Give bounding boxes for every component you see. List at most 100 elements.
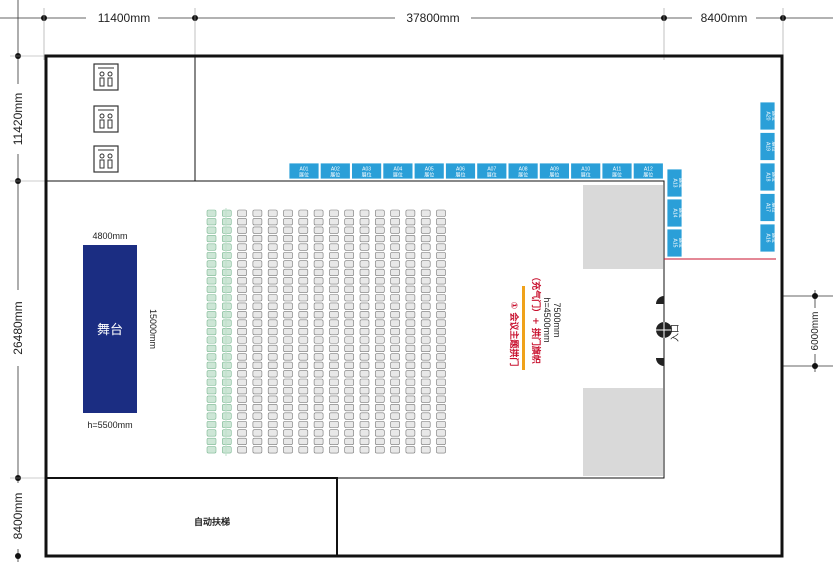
seat bbox=[252, 395, 263, 403]
seat bbox=[252, 294, 263, 302]
seat bbox=[222, 404, 232, 412]
seat bbox=[359, 302, 370, 310]
seat bbox=[267, 218, 278, 226]
seat bbox=[206, 404, 217, 412]
seat bbox=[237, 387, 247, 395]
seat bbox=[298, 209, 309, 217]
seat bbox=[222, 251, 232, 260]
seat bbox=[420, 361, 431, 369]
seat bbox=[283, 209, 293, 217]
seat bbox=[283, 235, 293, 243]
booth-code: A18 bbox=[765, 173, 771, 182]
seat bbox=[390, 260, 400, 268]
seat bbox=[390, 319, 400, 327]
seat bbox=[405, 260, 416, 268]
seat bbox=[267, 344, 278, 353]
seat bbox=[283, 260, 293, 268]
seat bbox=[344, 404, 355, 412]
seat bbox=[237, 226, 247, 234]
seat bbox=[206, 294, 217, 302]
seat bbox=[298, 387, 309, 395]
stage-width: 4800mm bbox=[92, 231, 127, 241]
booth-sub: 展位 bbox=[771, 172, 778, 182]
seat bbox=[206, 302, 217, 310]
seat bbox=[313, 226, 324, 234]
booth-code: A09 bbox=[550, 167, 559, 173]
seat bbox=[420, 226, 431, 234]
seat bbox=[329, 412, 339, 420]
seat bbox=[420, 404, 431, 412]
seat bbox=[374, 420, 385, 429]
seat bbox=[390, 268, 400, 276]
seat bbox=[222, 277, 232, 285]
seat bbox=[313, 243, 324, 251]
seat bbox=[390, 294, 400, 302]
seat bbox=[405, 327, 416, 336]
seat bbox=[436, 336, 446, 344]
booth-sub: 展位 bbox=[771, 111, 778, 121]
seat bbox=[206, 412, 217, 420]
seat bbox=[390, 395, 400, 403]
seat bbox=[267, 209, 278, 217]
seat bbox=[267, 361, 278, 369]
seat bbox=[390, 404, 400, 412]
booth-code: A06 bbox=[456, 167, 465, 173]
seat bbox=[206, 429, 217, 437]
seat bbox=[359, 387, 370, 395]
seat bbox=[344, 260, 355, 268]
seat bbox=[206, 437, 217, 445]
seat bbox=[390, 420, 400, 429]
seat bbox=[313, 209, 324, 217]
seat bbox=[252, 277, 263, 285]
seat bbox=[252, 226, 263, 234]
seat bbox=[436, 344, 446, 353]
stage: 4800mm 舞台 15000mm h=5500mm bbox=[83, 231, 158, 430]
seat bbox=[374, 353, 385, 361]
dim-left-top: 11420mm bbox=[11, 93, 25, 145]
seat bbox=[374, 218, 385, 226]
seat bbox=[267, 336, 278, 344]
seat bbox=[405, 302, 416, 310]
seat bbox=[267, 327, 278, 336]
seat bbox=[436, 378, 446, 386]
seat bbox=[237, 395, 247, 403]
seat bbox=[252, 260, 263, 268]
seat bbox=[237, 378, 247, 386]
seat bbox=[390, 302, 400, 310]
seat bbox=[298, 294, 309, 302]
seat bbox=[313, 327, 324, 336]
seat bbox=[222, 209, 232, 217]
seat bbox=[252, 437, 263, 445]
seat bbox=[344, 277, 355, 285]
seat bbox=[237, 353, 247, 361]
seat bbox=[267, 412, 278, 420]
seat bbox=[359, 285, 370, 293]
booth-code: A08 bbox=[519, 167, 528, 173]
seat bbox=[252, 344, 263, 353]
seat bbox=[329, 446, 339, 454]
seat bbox=[252, 353, 263, 361]
seat bbox=[313, 277, 324, 285]
seat bbox=[436, 429, 446, 437]
escalator-label: 自动扶梯 bbox=[194, 516, 230, 528]
seat bbox=[359, 218, 370, 226]
seat bbox=[405, 218, 416, 226]
seat bbox=[359, 294, 370, 302]
seat bbox=[298, 404, 309, 412]
seat bbox=[329, 311, 339, 319]
seat bbox=[420, 218, 431, 226]
seat bbox=[267, 378, 278, 386]
booth-sub: 展位 bbox=[678, 238, 685, 248]
seat bbox=[206, 327, 217, 336]
seat bbox=[420, 260, 431, 268]
seat bbox=[405, 420, 416, 429]
seat bbox=[222, 226, 232, 234]
arch-line4: 7500mm bbox=[552, 302, 562, 337]
